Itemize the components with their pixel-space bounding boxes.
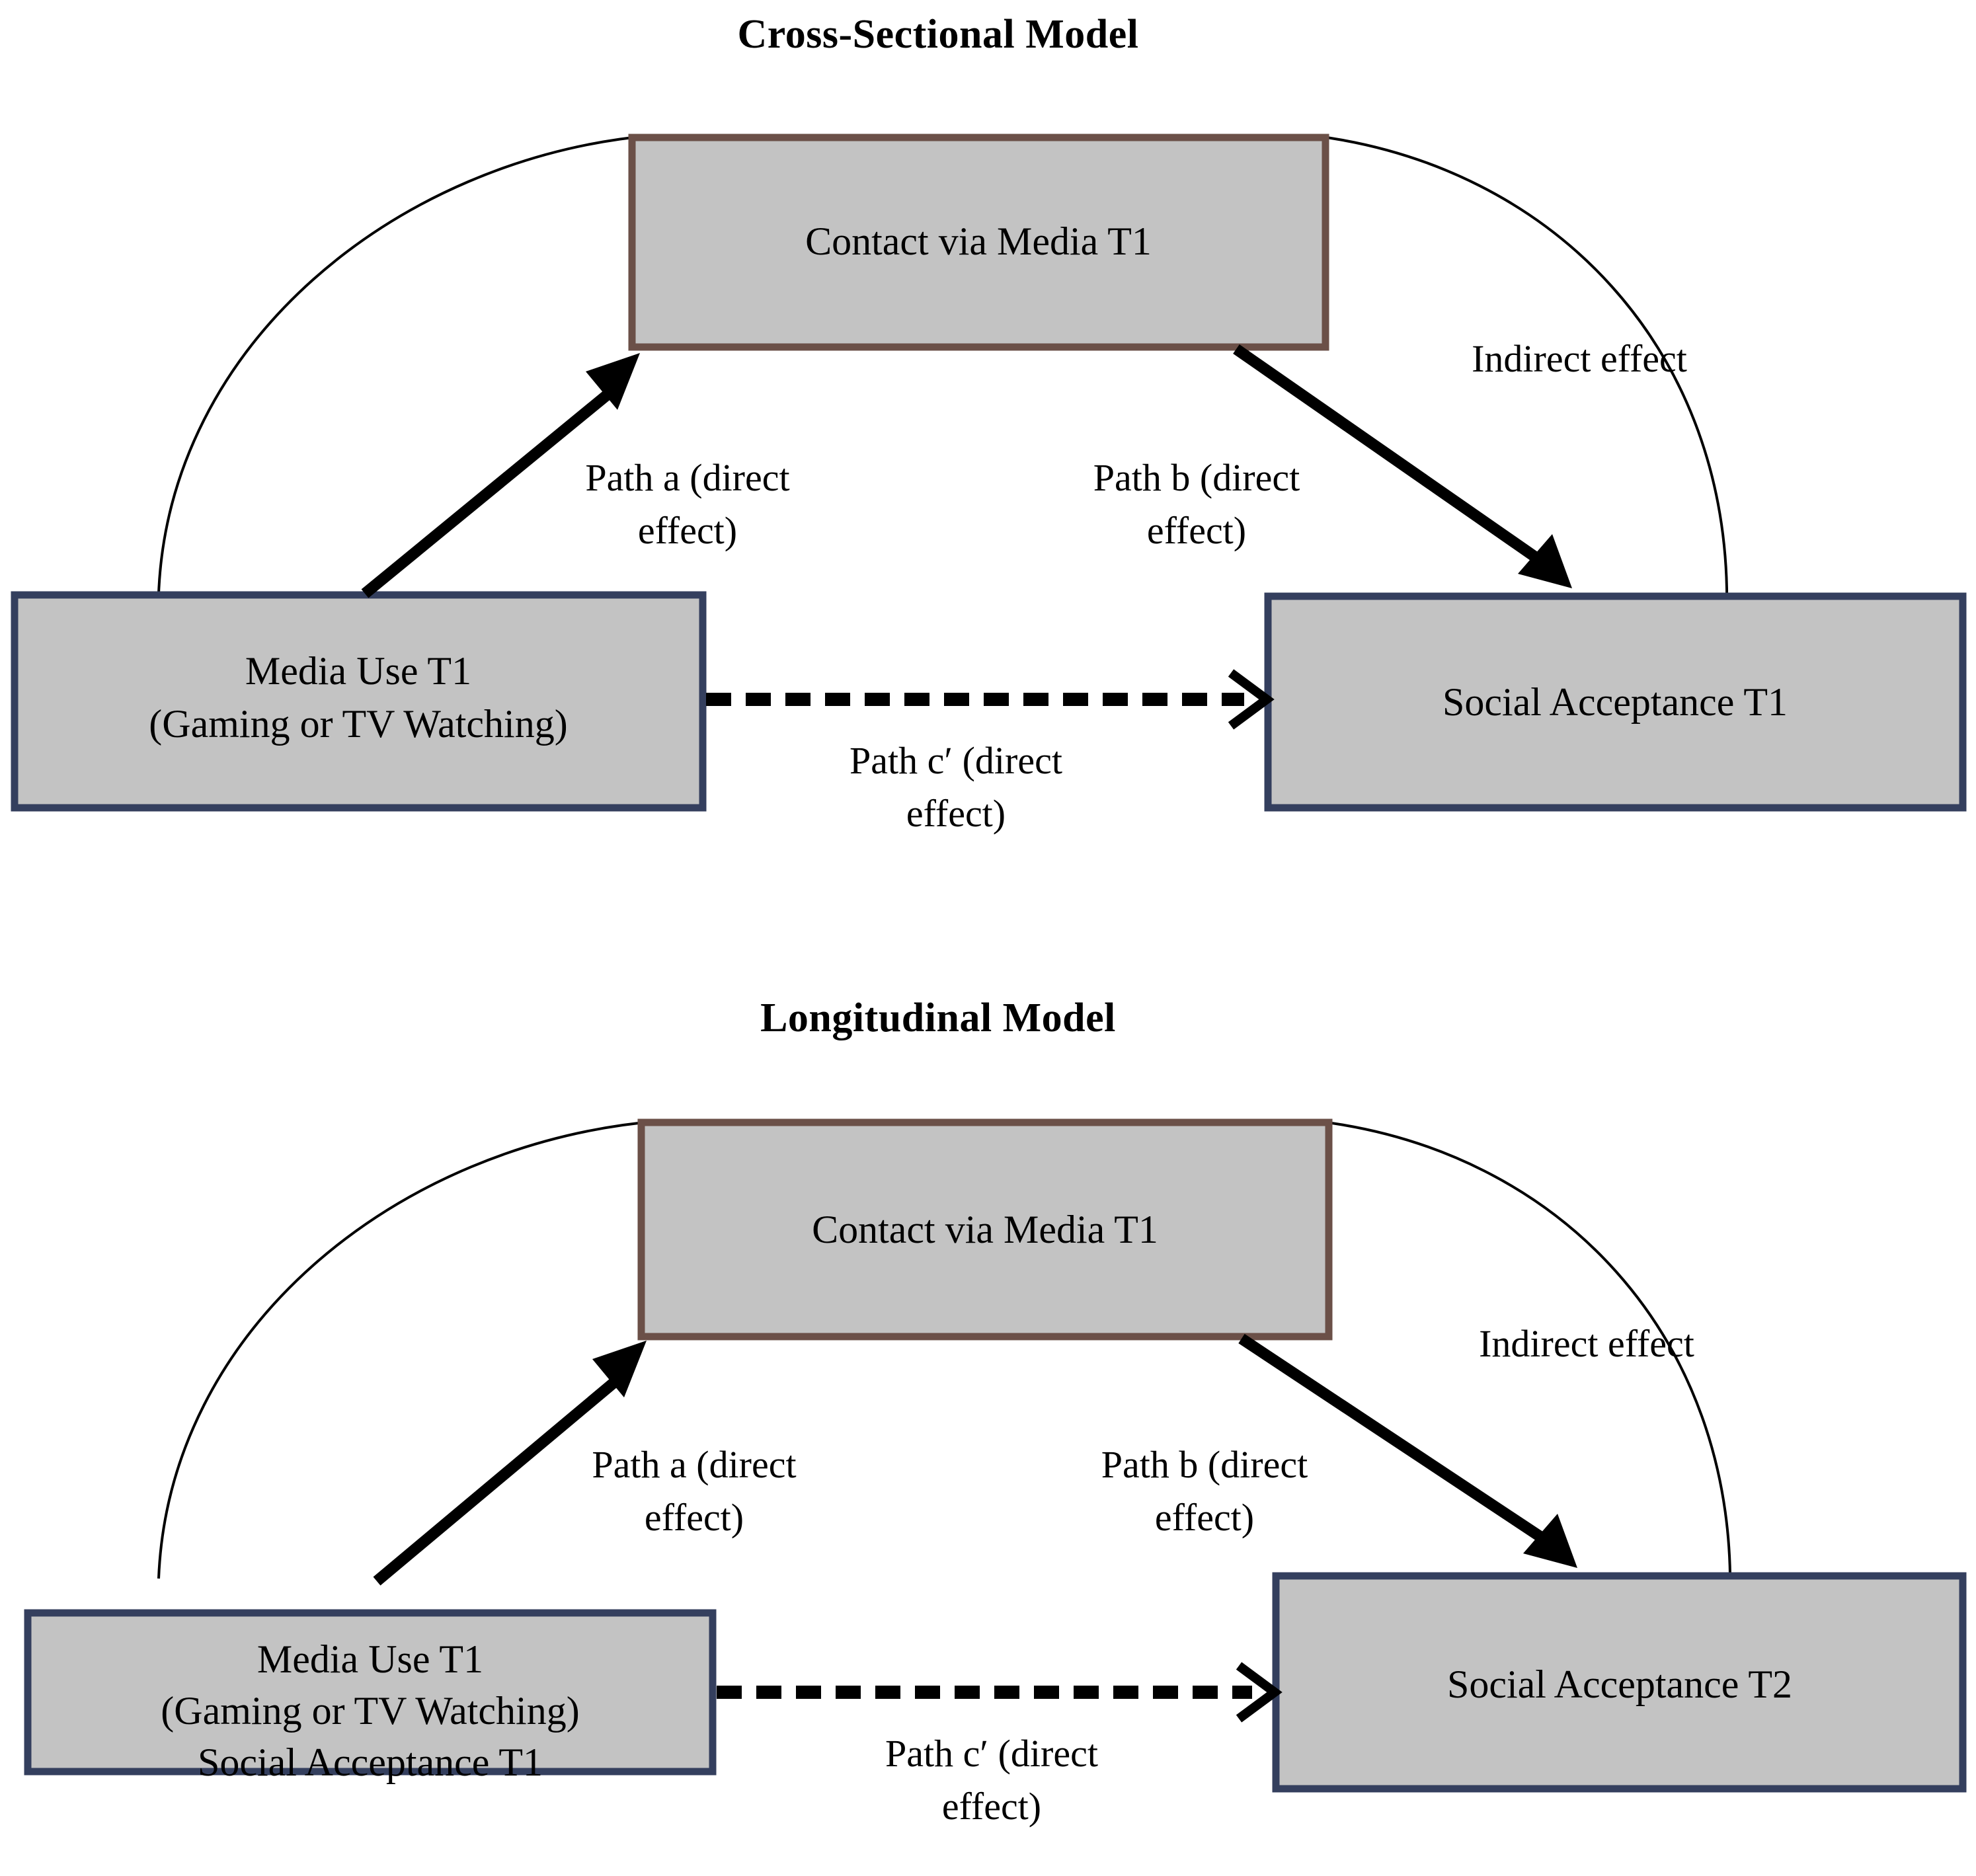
model-title-longitudinal: Longitudinal Model: [760, 996, 1116, 1040]
node-label-media-use-line3-long: Social Acceptance T1: [198, 1740, 543, 1784]
node-label-contact-via-media-long: Contact via Media T1: [812, 1208, 1158, 1251]
model-title-cross-sectional: Cross-Sectional Model: [738, 12, 1139, 57]
path-c-prime-label-line1-cs: Path c′ (direct: [850, 739, 1062, 782]
path-a-arrow-line-cs: [361, 377, 627, 598]
node-label-contact-via-media-cs: Contact via Media T1: [805, 219, 1152, 263]
path-b-arrowhead-long: [1523, 1514, 1577, 1568]
path-c-prime-label-line1-long: Path c′ (direct: [885, 1732, 1098, 1775]
path-c-prime-label-line2-long: effect): [942, 1785, 1041, 1828]
path-a-label-line1-cs: Path a (direct: [585, 456, 789, 499]
node-box-social-acceptance-long[interactable]: [1272, 1572, 1967, 1793]
node-box-contact-via-media-cs[interactable]: [628, 134, 1329, 351]
path-c-prime-label-line2-cs: effect): [906, 792, 1006, 835]
model-longitudinal: Longitudinal Model Contact via Media T1 …: [24, 996, 1967, 1828]
indirect-effect-arc-right-long: [1316, 1120, 1732, 1597]
node-box-media-use-cs[interactable]: [11, 591, 707, 812]
path-a-arrow-line-long: [373, 1365, 633, 1586]
model-cross-sectional: Cross-Sectional Model Contact via Media …: [11, 12, 1967, 835]
path-b-label-line2-long: effect): [1155, 1496, 1254, 1539]
node-label-media-use-line2-long: (Gaming or TV Watching): [161, 1689, 579, 1733]
indirect-effect-arc-left-cs: [157, 134, 652, 594]
indirect-effect-label-long: Indirect effect: [1479, 1322, 1694, 1365]
node-box-media-use-long[interactable]: [24, 1609, 717, 1776]
path-c-prime-arrowhead-long: [1236, 1662, 1283, 1723]
path-a-label-line2-long: effect): [645, 1496, 744, 1539]
path-b-arrowhead-cs: [1518, 534, 1572, 588]
node-label-media-use-line1-cs: Media Use T1: [245, 649, 471, 693]
indirect-effect-arc-right-cs: [1312, 134, 1729, 612]
path-b-arrow-line-cs: [1233, 344, 1544, 565]
node-label-social-acceptance-cs: Social Acceptance T1: [1442, 680, 1788, 724]
path-b-label-line1-long: Path b (direct: [1101, 1443, 1308, 1486]
path-a-arrowhead-cs: [586, 353, 640, 410]
path-c-prime-arrowhead-cs: [1228, 669, 1275, 730]
path-b-label-line2-cs: effect): [1147, 509, 1246, 552]
node-label-media-use-line1-long: Media Use T1: [257, 1637, 483, 1681]
indirect-effect-label-cs: Indirect effect: [1472, 337, 1687, 380]
node-box-contact-via-media-long[interactable]: [637, 1118, 1333, 1341]
path-a-label-line1-long: Path a (direct: [592, 1443, 796, 1486]
path-a-arrowhead-long: [592, 1341, 647, 1397]
path-b-label-line1-cs: Path b (direct: [1093, 456, 1300, 499]
node-box-social-acceptance-cs[interactable]: [1264, 592, 1967, 812]
node-label-social-acceptance-long: Social Acceptance T2: [1447, 1662, 1792, 1706]
node-label-media-use-line2-cs: (Gaming or TV Watching): [149, 702, 567, 746]
indirect-effect-arc-left-long: [157, 1120, 658, 1579]
path-b-arrow-line-long: [1238, 1333, 1549, 1545]
path-a-label-line2-cs: effect): [638, 509, 737, 552]
